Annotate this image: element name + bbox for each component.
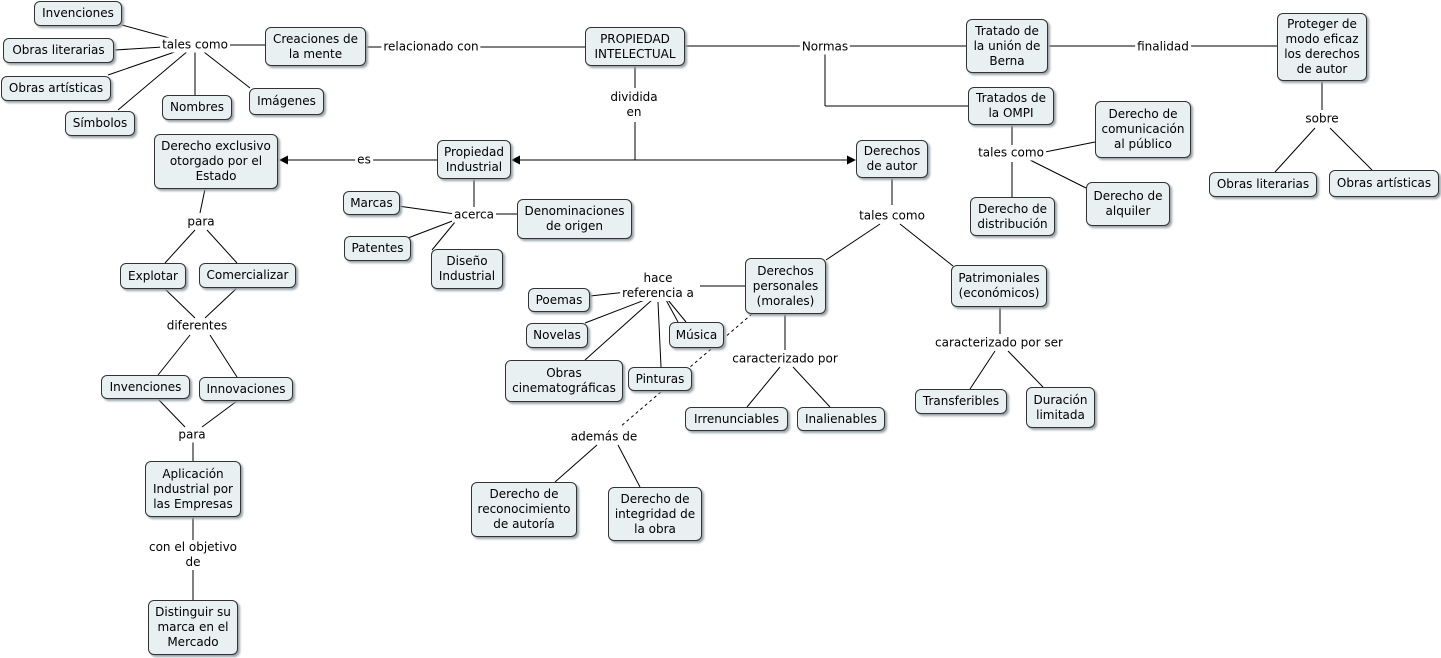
label-hace-referencia: hace referencia a (620, 271, 696, 301)
node-poemas[interactable]: Poemas (528, 288, 590, 312)
node-simbolos[interactable]: Símbolos (65, 111, 135, 136)
label-ademas-de: además de (568, 429, 640, 445)
node-propiedad-intelectual[interactable]: PROPIEDAD INTELECTUAL (585, 27, 685, 66)
node-propiedad-industrial[interactable]: Propiedad Industrial (437, 140, 511, 179)
node-creaciones-mente[interactable]: Creaciones de la mente (265, 27, 366, 66)
node-novelas[interactable]: Novelas (526, 323, 588, 348)
label-para-1: para (185, 214, 217, 230)
node-imagenes[interactable]: Imágenes (249, 88, 324, 115)
node-derechos-personales[interactable]: Derechos personales (morales) (745, 258, 826, 314)
node-tratado-berna[interactable]: Tratado de la unión de Berna (966, 19, 1048, 73)
label-finalidad: finalidad (1135, 39, 1191, 55)
node-distinguir[interactable]: Distinguir su marca en el Mercado (148, 600, 238, 655)
node-inalienables[interactable]: Inalienables (797, 407, 885, 431)
node-irrenunciables[interactable]: Irrenunciables (685, 407, 788, 431)
label-para-2: para (176, 427, 208, 443)
label-tales-como-ompi: tales como (976, 145, 1046, 161)
node-duracion[interactable]: Duración limitada (1026, 387, 1095, 428)
node-derecho-alquiler[interactable]: Derecho de alquiler (1086, 182, 1170, 226)
label-tales-como-top: tales como (160, 37, 230, 53)
node-reconocimiento[interactable]: Derecho de reconocimiento de autoría (471, 482, 577, 537)
node-integridad[interactable]: Derecho de integridad de la obra (608, 487, 702, 541)
node-comercializar[interactable]: Comercializar (199, 263, 296, 288)
node-invenciones-top[interactable]: Invenciones (34, 1, 122, 26)
node-explotar[interactable]: Explotar (120, 263, 186, 289)
node-aplicacion[interactable]: Aplicación Industrial por las Empresas (145, 461, 241, 517)
node-obras-literarias-top[interactable]: Obras literarias (3, 38, 114, 63)
node-patrimoniales[interactable]: Patrimoniales (económicos) (951, 265, 1047, 307)
node-derechos-autor[interactable]: Derechos de autor (856, 140, 928, 178)
label-acerca: acerca (452, 207, 496, 223)
node-obras-artisticas-right[interactable]: Obras artísticas (1329, 170, 1439, 197)
node-tratados-ompi[interactable]: Tratados de la OMPI (968, 87, 1054, 125)
label-caracterizado-por: caracterizado por (730, 351, 840, 367)
label-diferentes: diferentes (164, 318, 230, 334)
node-patentes[interactable]: Patentes (344, 236, 411, 261)
node-derecho-exclusivo[interactable]: Derecho exclusivo otorgado por el Estado (154, 134, 278, 189)
label-con-objetivo: con el objetivo de (146, 540, 240, 570)
node-derecho-comunicacion[interactable]: Derecho de comunicación al público (1095, 101, 1191, 158)
label-relacionado-con: relacionado con (381, 39, 481, 55)
node-obras-cine[interactable]: Obras cinematográficas (505, 360, 623, 402)
node-invenciones-left[interactable]: Invenciones (101, 375, 190, 399)
node-pinturas[interactable]: Pinturas (628, 367, 692, 391)
node-proteger[interactable]: Proteger de modo eficaz los derechos de … (1277, 13, 1367, 81)
node-innovaciones[interactable]: Innovaciones (199, 377, 293, 401)
label-dividida-en: dividida en (608, 90, 660, 120)
label-tales-como-autor: tales como (857, 208, 927, 224)
node-transferibles[interactable]: Transferibles (915, 389, 1007, 414)
node-derecho-distribucion[interactable]: Derecho de distribución (970, 197, 1055, 236)
node-obras-artisticas-top[interactable]: Obras artísticas (1, 76, 111, 101)
label-normas: Normas (799, 39, 851, 55)
label-caracterizado-por-ser: caracterizado por ser (933, 335, 1065, 351)
node-diseno[interactable]: Diseño Industrial (431, 249, 503, 289)
node-obras-literarias-right[interactable]: Obras literarias (1209, 172, 1317, 197)
label-sobre: sobre (1303, 111, 1341, 127)
node-nombres[interactable]: Nombres (162, 95, 232, 120)
label-es: es (355, 152, 373, 168)
node-marcas[interactable]: Marcas (343, 191, 400, 215)
node-musica[interactable]: Música (669, 322, 724, 348)
node-denominaciones[interactable]: Denominaciones de origen (517, 199, 632, 239)
